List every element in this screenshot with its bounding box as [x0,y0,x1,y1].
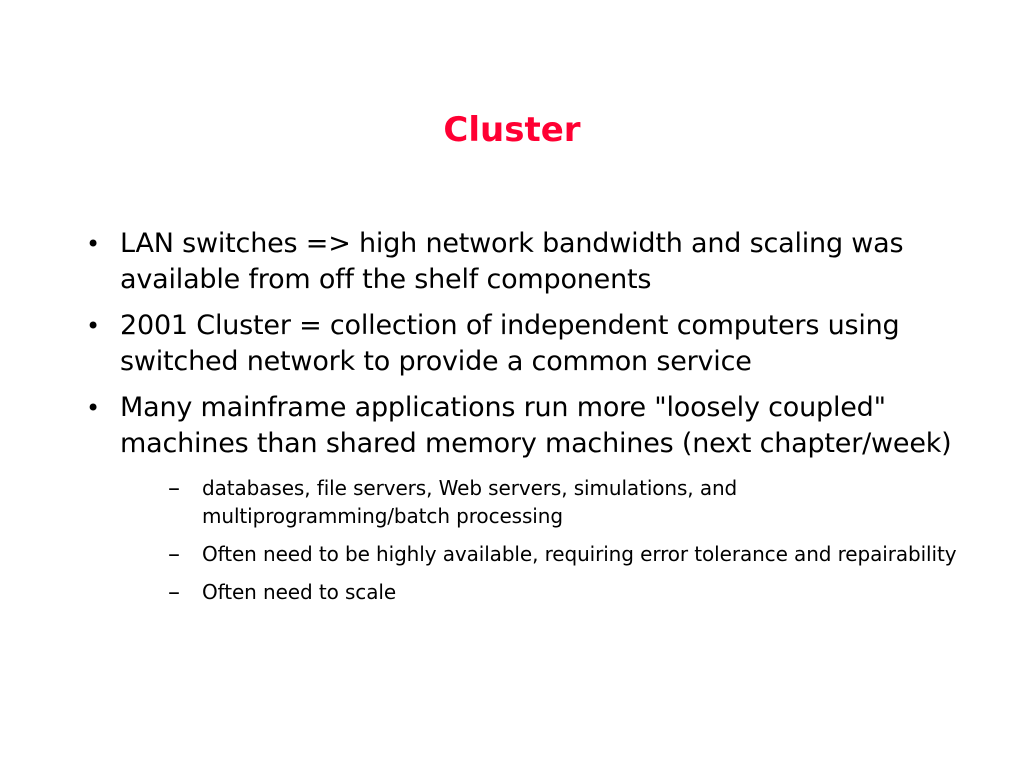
bullet-item: • LAN switches => high network bandwidth… [86,226,966,298]
sub-bullet-item: – Often need to be highly available, req… [168,540,966,568]
sub-bullet-marker: – [168,540,180,568]
sub-bullet-marker: – [168,474,180,502]
sub-bullet-text: Often need to be highly available, requi… [202,542,957,566]
sub-bullet-list: – databases, file servers, Web servers, … [168,474,966,606]
sub-bullet-text: Often need to scale [202,580,397,604]
bullet-text: Many mainframe applications run more "lo… [120,392,952,459]
bullet-marker: • [86,312,100,340]
sub-bullet-item: – databases, file servers, Web servers, … [168,474,966,530]
bullet-list: • LAN switches => high network bandwidth… [86,226,966,616]
bullet-marker: • [86,394,100,422]
sub-bullet-item: – Often need to scale [168,578,966,606]
bullet-item: • 2001 Cluster = collection of independe… [86,308,966,380]
slide-title: Cluster [443,110,581,150]
bullet-text: LAN switches => high network bandwidth a… [120,228,904,295]
bullet-item: • Many mainframe applications run more "… [86,390,966,606]
bullet-marker: • [86,230,100,258]
sub-bullet-text: databases, file servers, Web servers, si… [202,476,738,528]
sub-bullet-marker: – [168,578,180,606]
bullet-text: 2001 Cluster = collection of independent… [120,310,900,377]
